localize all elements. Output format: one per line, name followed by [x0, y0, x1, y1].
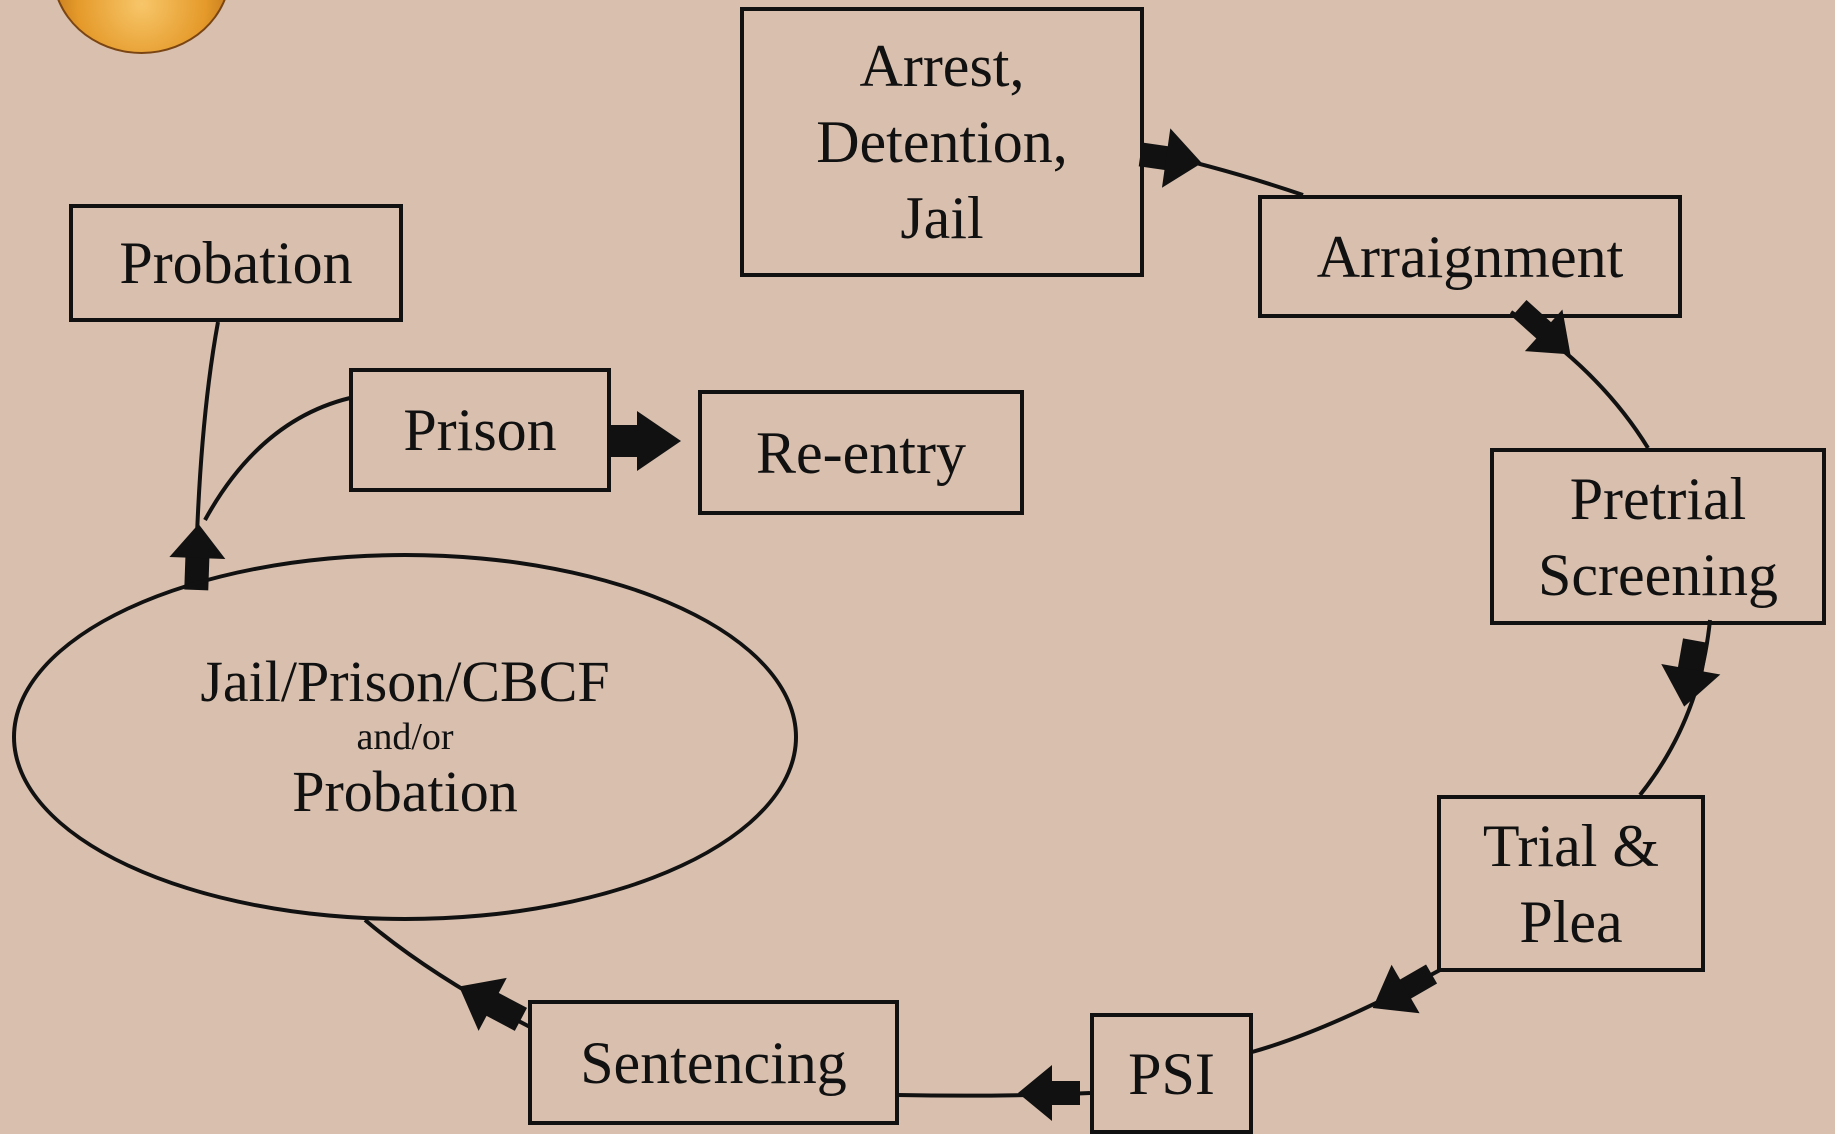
node-pretrial-screening: Pretrial Screening — [1490, 448, 1826, 625]
arrow-to-arraignment — [1138, 128, 1202, 188]
node-trial-plea: Trial & Plea — [1437, 795, 1705, 972]
node-probation: Probation — [69, 204, 403, 322]
arrow-to-psi — [1372, 964, 1438, 1014]
node-arrest-detention-jail: Arrest, Detention, Jail — [740, 7, 1144, 277]
arrow-prison-to-reentry — [609, 411, 681, 471]
node-prison: Prison — [349, 368, 611, 492]
connector-outcome-prison — [203, 396, 351, 521]
node-outcome: Jail/Prison/CBCF and/or Probation — [12, 553, 798, 921]
node-arraignment: Arraignment — [1258, 195, 1682, 318]
arrow-to-trial — [1661, 638, 1721, 707]
node-reentry: Re-entry — [698, 390, 1024, 515]
arrow-to-sentencing — [1018, 1065, 1080, 1121]
node-sentencing: Sentencing — [528, 1000, 899, 1125]
arrow-to-outcome — [459, 977, 528, 1031]
node-psi: PSI — [1090, 1013, 1253, 1134]
arrow-to-pretrial — [1511, 300, 1571, 355]
